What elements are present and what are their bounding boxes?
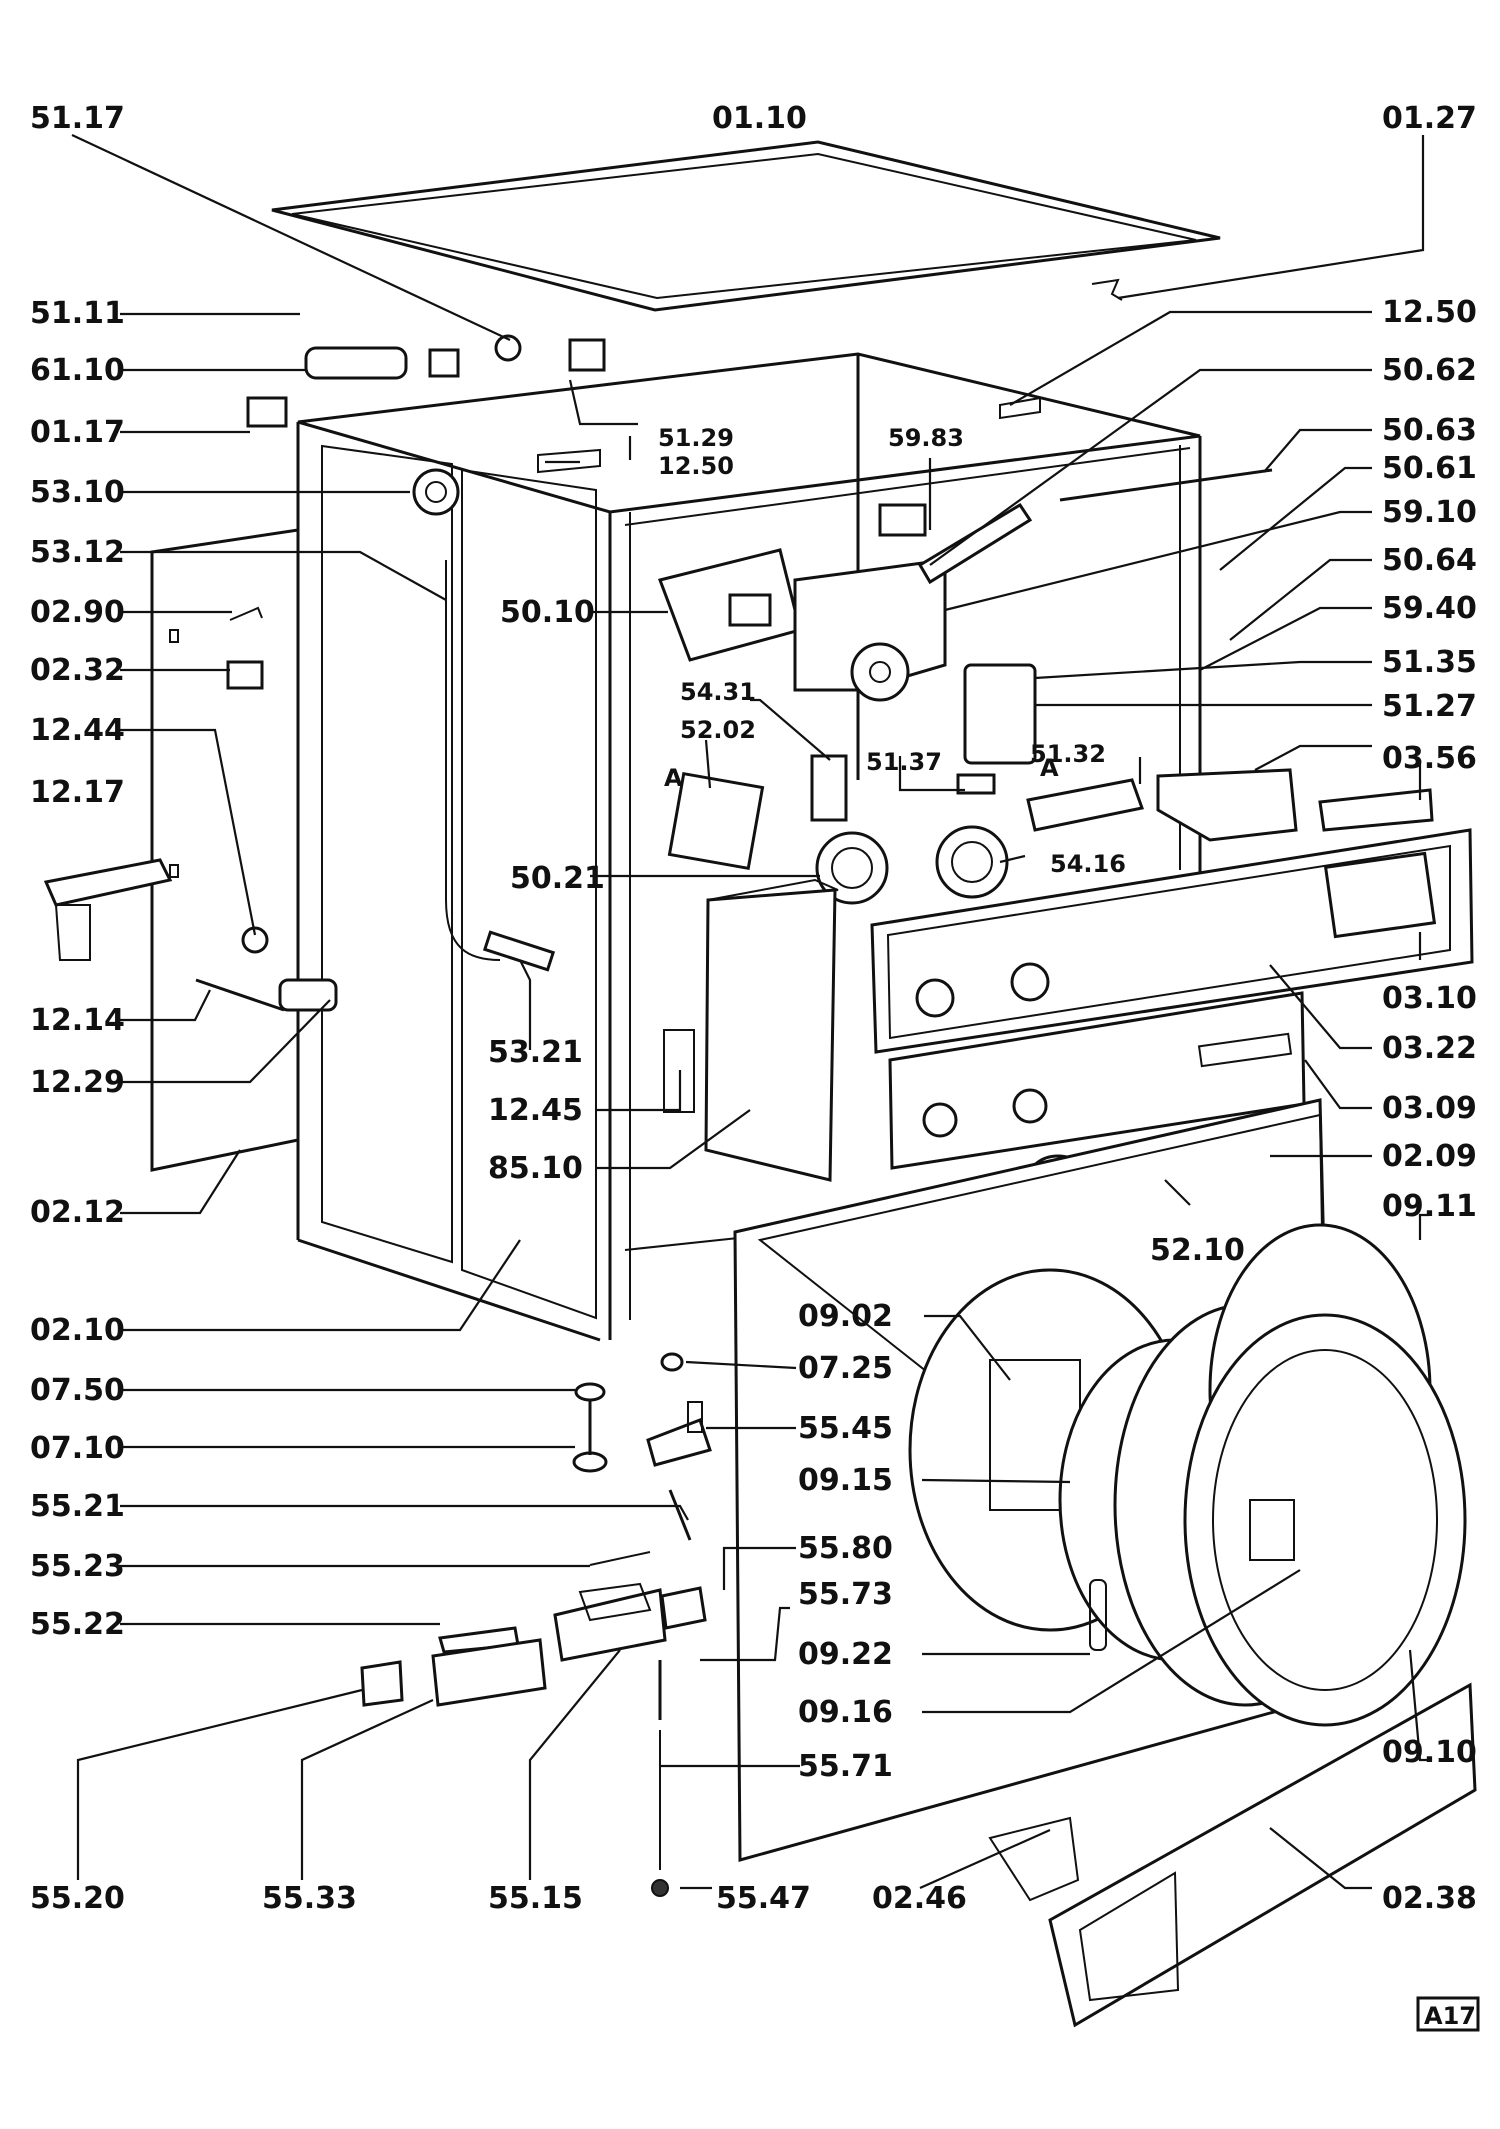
label-55-23: 55.23: [30, 1549, 125, 1584]
label-54-31: 54.31: [680, 678, 756, 706]
label-09-10: 09.10: [1382, 1735, 1477, 1770]
label-03-09: 03.09: [1382, 1091, 1477, 1126]
label-50-63: 50.63: [1382, 413, 1477, 448]
label-51-11: 51.11: [30, 296, 125, 331]
label-02-38: 02.38: [1382, 1881, 1477, 1916]
label-51-29: 51.29: [658, 424, 734, 452]
label-02-32: 02.32: [30, 653, 125, 688]
labels-center: 01.10 51.29 12.50 59.83 50.10 54.31 52.0…: [488, 101, 1245, 1916]
timer-and-knobs: [667, 754, 1144, 905]
label-55-20: 55.20: [30, 1881, 125, 1916]
label-55-33: 55.33: [262, 1881, 357, 1916]
label-50-64: 50.64: [1382, 543, 1477, 578]
label-59-83: 59.83: [888, 424, 964, 452]
label-03-22: 03.22: [1382, 1031, 1477, 1066]
door-lock-assembly: [360, 1401, 712, 1897]
cabinet-frame: [296, 352, 1202, 1342]
label-01-10: 01.10: [712, 101, 807, 136]
label-55-80: 55.80: [798, 1531, 893, 1566]
label-07-25: 07.25: [798, 1351, 893, 1386]
label-01-17: 01.17: [30, 415, 125, 450]
marker-a-left: A: [664, 764, 683, 792]
label-53-12: 53.12: [30, 535, 125, 570]
label-12-17: 12.17: [30, 775, 125, 810]
label-09-15: 09.15: [798, 1463, 893, 1498]
feet: [572, 1352, 684, 1473]
page-tag-text: A17: [1424, 2002, 1476, 2030]
plinth: [988, 1682, 1477, 2028]
label-02-46: 02.46: [872, 1881, 967, 1916]
door-assembly: [908, 1223, 1467, 1727]
page-tag: A17: [1416, 1996, 1480, 2032]
label-61-10: 61.10: [30, 353, 125, 388]
label-53-10: 53.10: [30, 475, 125, 510]
label-12-50-inner: 12.50: [658, 452, 734, 480]
label-52-10: 52.10: [1150, 1233, 1245, 1268]
label-12-45: 12.45: [488, 1093, 583, 1128]
label-51-27: 51.27: [1382, 689, 1477, 724]
label-02-09: 02.09: [1382, 1139, 1477, 1174]
label-07-10: 07.10: [30, 1431, 125, 1466]
top-small-parts: [246, 278, 1123, 474]
label-85-10: 85.10: [488, 1151, 583, 1186]
label-51-32: 51.32: [1030, 740, 1106, 768]
marker-a-right: A: [1040, 754, 1059, 782]
label-55-45: 55.45: [798, 1411, 893, 1446]
control-panel: [870, 828, 1474, 1170]
leader-lines: [71, 134, 1430, 1890]
label-12-44: 12.44: [30, 713, 125, 748]
label-59-40: 59.40: [1382, 591, 1477, 626]
label-02-12: 02.12: [30, 1195, 125, 1230]
label-09-02: 09.02: [798, 1299, 893, 1334]
label-55-21: 55.21: [30, 1489, 125, 1524]
label-59-10: 59.10: [1382, 495, 1477, 530]
labels-right: 01.27 12.50 50.62 50.63 50.61 59.10 50.6…: [1382, 101, 1477, 1916]
label-55-15: 55.15: [488, 1881, 583, 1916]
label-09-11: 09.11: [1382, 1189, 1477, 1224]
label-50-21: 50.21: [510, 861, 605, 896]
label-52-02: 52.02: [680, 716, 756, 744]
pressure-hose: [412, 468, 556, 972]
label-50-61: 50.61: [1382, 451, 1477, 486]
label-51-37: 51.37: [866, 748, 942, 776]
control-module: [658, 468, 1273, 765]
label-55-71: 55.71: [798, 1749, 893, 1784]
label-12-14: 12.14: [30, 1003, 125, 1038]
top-lid: [271, 140, 1221, 312]
label-55-73: 55.73: [798, 1577, 893, 1612]
label-12-50: 12.50: [1382, 295, 1477, 330]
heater-box: [663, 878, 839, 1182]
label-07-50: 07.50: [30, 1373, 125, 1408]
label-54-16: 54.16: [1050, 850, 1126, 878]
label-12-29: 12.29: [30, 1065, 125, 1100]
label-09-22: 09.22: [798, 1637, 893, 1672]
label-02-90: 02.90: [30, 595, 125, 630]
label-03-10: 03.10: [1382, 981, 1477, 1016]
label-50-62: 50.62: [1382, 353, 1477, 388]
labels-left: 51.17 51.11 61.10 01.17 53.10 53.12 02.9…: [30, 101, 811, 1916]
rear-bracket: [43, 606, 338, 1012]
label-09-16: 09.16: [798, 1695, 893, 1730]
label-51-17: 51.17: [30, 101, 125, 136]
label-02-10: 02.10: [30, 1313, 125, 1348]
label-53-21: 53.21: [488, 1035, 583, 1070]
label-50-10: 50.10: [500, 595, 595, 630]
label-55-22: 55.22: [30, 1607, 125, 1642]
label-03-56: 03.56: [1382, 741, 1477, 776]
label-55-47: 55.47: [716, 1881, 811, 1916]
label-51-35: 51.35: [1382, 645, 1477, 680]
rear-side-panel: [150, 528, 300, 1172]
label-01-27: 01.27: [1382, 101, 1477, 136]
connector-block: [1156, 768, 1434, 842]
